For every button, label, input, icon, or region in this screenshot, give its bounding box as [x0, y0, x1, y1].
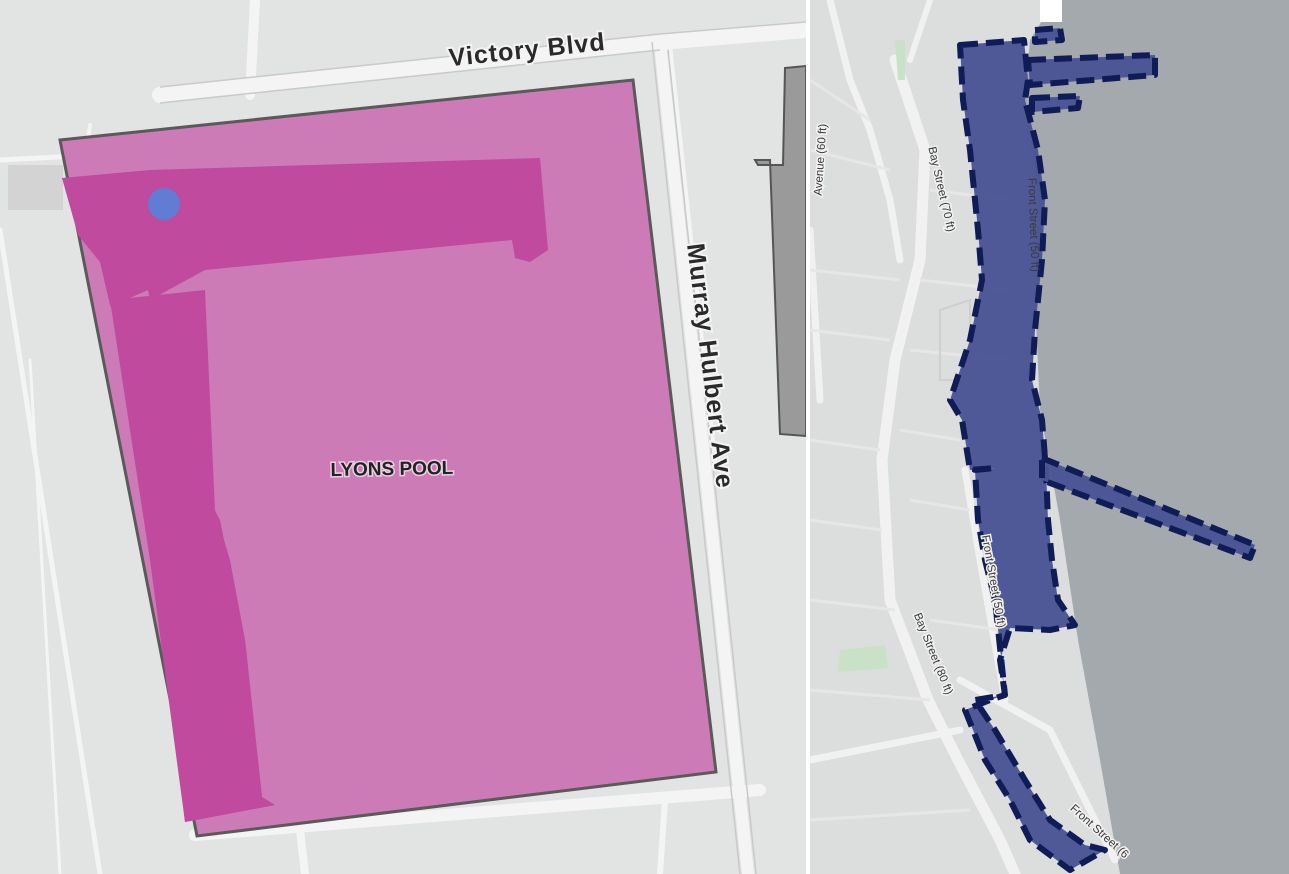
- murray-hulbert-road: [654, 36, 754, 874]
- waterfront-highlight[interactable]: [947, 25, 1258, 873]
- avenue-label: Avenue (60 ft): [813, 123, 830, 196]
- right-map-panel[interactable]: Front Street (50 ft) Front Street (50 ft…: [810, 0, 1289, 874]
- left-road-network: [0, 0, 806, 874]
- bay-street-road: [876, 54, 1021, 874]
- building-block: [753, 64, 806, 438]
- front-street-label-upper: Front Street (50 ft): [1025, 178, 1040, 272]
- bay-street-label-upper: Bay Street (70 ft): [925, 146, 956, 234]
- panel-divider: [806, 0, 810, 874]
- right-map-canvas: Front Street (50 ft) Front Street (50 ft…: [810, 0, 1289, 874]
- left-map-canvas: Victory Blvd Murray Hulbert Ave LYONS PO…: [0, 0, 806, 874]
- left-map-panel[interactable]: Victory Blvd Murray Hulbert Ave LYONS PO…: [0, 0, 806, 874]
- location-dot-icon[interactable]: [148, 188, 180, 220]
- victory-blvd-label: Victory Blvd: [447, 28, 607, 72]
- water-area: [1025, 0, 1289, 874]
- park-area: [838, 645, 888, 672]
- lyons-pool-label: LYONS POOL: [330, 458, 454, 481]
